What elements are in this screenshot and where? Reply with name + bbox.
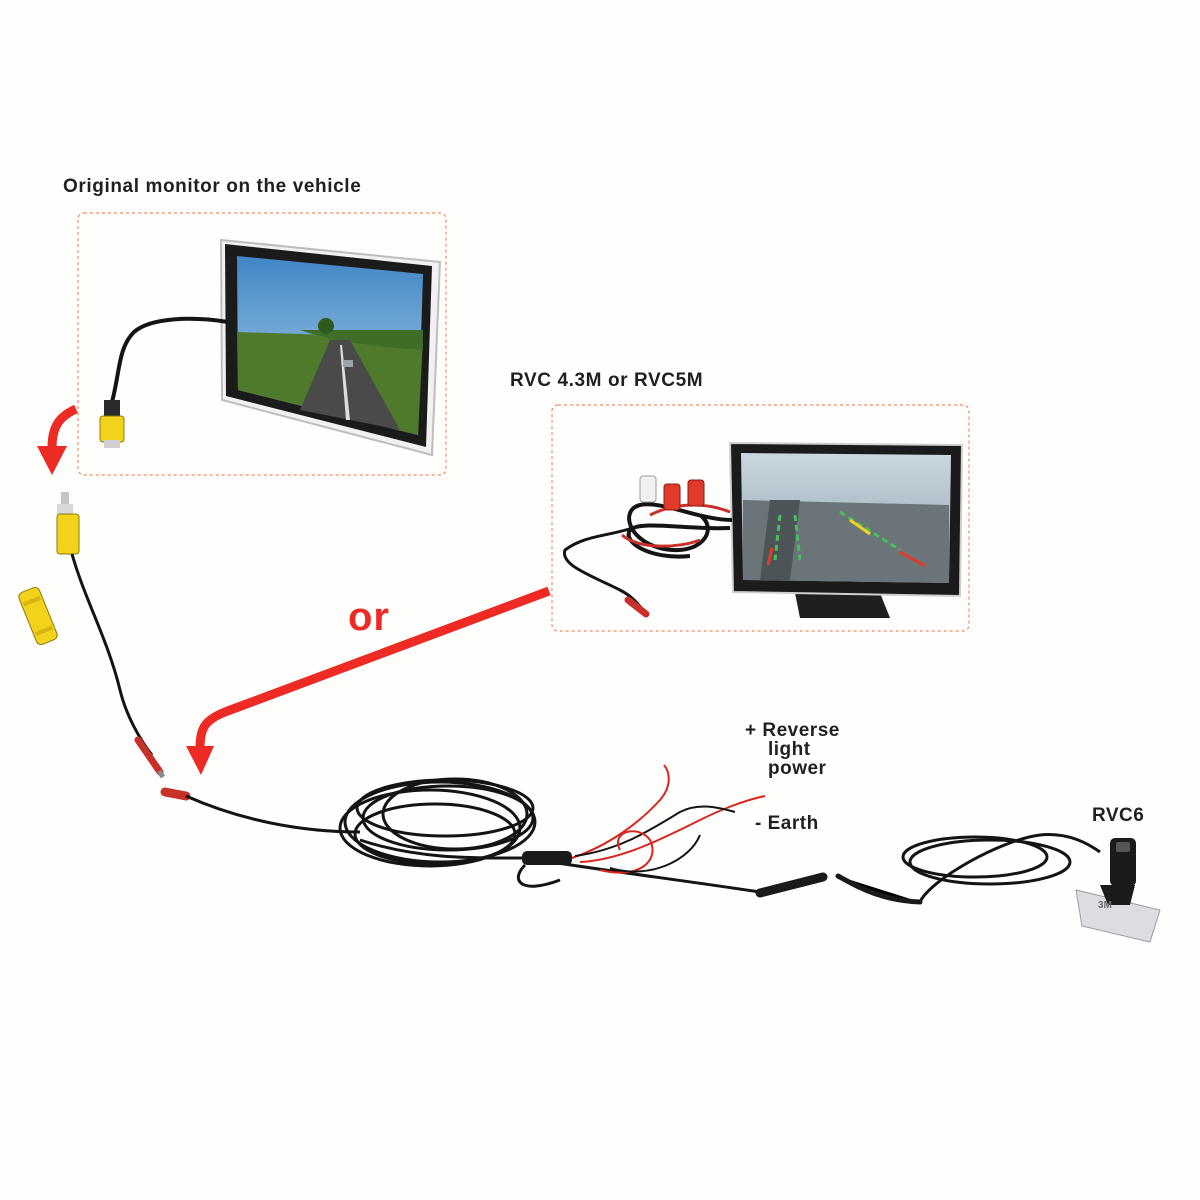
earth-label: - Earth [755,813,819,834]
power-wires [571,764,766,874]
adapter-connector [134,736,166,779]
rvc-monitor-cables [563,502,733,614]
rca-socket-original [99,400,125,448]
rca-plug-adapter [56,492,80,555]
inline-junction [522,851,572,865]
extension-cable [160,777,761,894]
rvc-monitor-title: RVC 4.3M or RVC5M [510,370,704,391]
rvc-monitor [728,441,964,618]
arrow-or [186,586,551,775]
camera-connector-male [755,872,828,898]
reverse-line-3: power [768,758,827,779]
camera-cable [901,833,1101,903]
rvc6-label: RVC6 [1092,805,1145,826]
original-monitor-cable [110,316,229,403]
rca-plugs-rvc [639,475,705,511]
rvc-monitor-box [551,404,970,632]
reverse-line-2: light [768,739,811,760]
arrow-original [37,404,78,475]
rvc-connector [624,596,650,618]
adapter-cable [70,553,154,756]
reverse-light-power-label: + Reverse light power [745,721,840,778]
reverse-line-1: + Reverse [745,720,840,741]
sticker-text: 3M [1098,900,1112,911]
original-monitor [219,238,442,457]
rvc6-camera: 3M [1075,838,1161,943]
or-label: or [348,595,390,639]
original-monitor-title: Original monitor on the vehicle [63,176,362,197]
rca-coupler [18,586,58,646]
camera-connector-female [835,873,923,905]
